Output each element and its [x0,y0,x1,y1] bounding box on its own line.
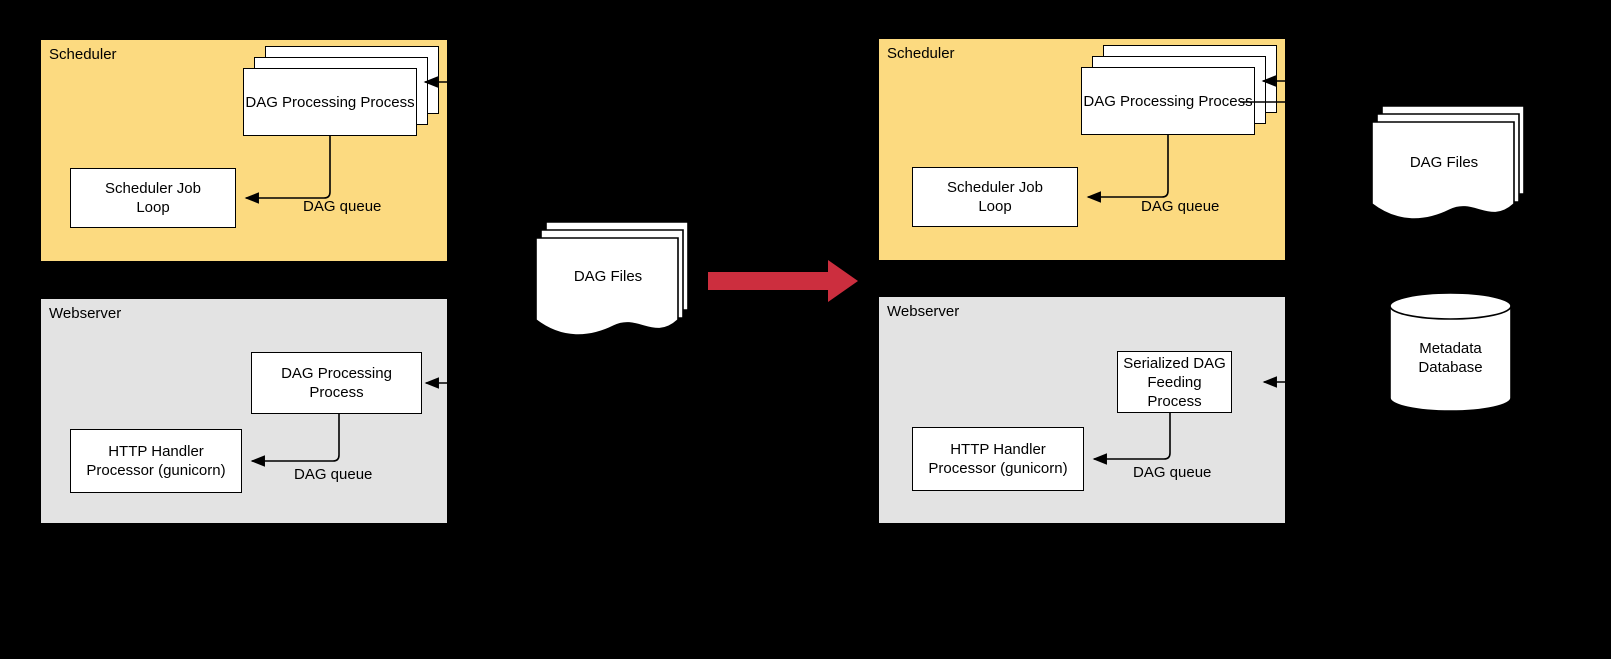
before-scheduler-dag-processing-node[interactable]: DAG Processing Process [243,68,417,136]
before-webserver-dag-processing-node[interactable]: DAG Processing Process [251,352,422,414]
serialized-dag-feeding-line2: Feeding Process [1147,373,1202,410]
after-http-handler-node[interactable]: HTTP Handler Processor (gunicorn) [912,427,1084,491]
center-dag-files-label: DAG Files [573,268,643,285]
metadata-database-label: Metadata Database [1389,339,1512,377]
serialized-dag-feeding-line1: Serialized DAG [1123,354,1226,372]
metadata-database-cylinder: Metadata Database [1389,292,1512,412]
before-webserver-queue-label: DAG queue [294,466,373,483]
before-scheduler-queue-label: DAG queue [303,198,382,215]
before-webserver-dag-processing-line2: Process [309,384,364,401]
after-http-handler-line1: HTTP Handler [950,441,1046,458]
after-scheduler-job-loop-node[interactable]: Scheduler Job Loop [912,167,1078,227]
migration-arrow [708,258,860,304]
center-dag-files-document: DAG Files [535,221,692,336]
after-dag-files-label: DAG Files [1409,154,1479,171]
after-scheduler-dag-processing-line2: Process [1198,92,1253,110]
after-scheduler-job-loop-line1: Scheduler Job [947,179,1043,196]
before-webserver-label: Webserver [49,305,122,322]
after-scheduler-dag-processing-node[interactable]: DAG Processing Process [1081,67,1255,135]
before-scheduler-job-loop-line1: Scheduler Job [105,180,201,197]
before-scheduler-label: Scheduler [49,46,117,63]
before-scheduler-dag-processing-line1: DAG Processing [245,93,357,111]
after-webserver-label: Webserver [887,303,960,320]
after-scheduler-job-loop-line2: Loop [978,198,1012,215]
after-dag-files-document: DAG Files [1371,105,1528,220]
before-http-handler-line2: Processor (gunicorn) [86,462,226,479]
before-webserver-dag-processing-line1: DAG Processing [281,365,392,382]
metadata-database-line2: Database [1418,359,1483,376]
before-scheduler-dag-processing-stack[interactable]: DAG Processing Process [243,46,439,136]
after-scheduler-queue-label: DAG queue [1141,198,1220,215]
before-scheduler-job-loop-node[interactable]: Scheduler Job Loop [70,168,236,228]
after-http-handler-line2: Processor (gunicorn) [928,460,1068,477]
after-scheduler-dag-processing-line1: DAG Processing [1083,92,1195,110]
metadata-database-line1: Metadata [1419,340,1482,357]
serialized-dag-feeding-process-node[interactable]: Serialized DAG Feeding Process [1117,351,1232,413]
before-http-handler-node[interactable]: HTTP Handler Processor (gunicorn) [70,429,242,493]
before-scheduler-job-loop-line2: Loop [136,199,170,216]
after-scheduler-dag-processing-stack[interactable]: DAG Processing Process [1081,45,1277,135]
before-scheduler-dag-processing-line2: Process [360,93,415,111]
before-http-handler-line1: HTTP Handler [108,443,204,460]
after-scheduler-label: Scheduler [887,45,955,62]
after-webserver-queue-label: DAG queue [1133,464,1212,481]
